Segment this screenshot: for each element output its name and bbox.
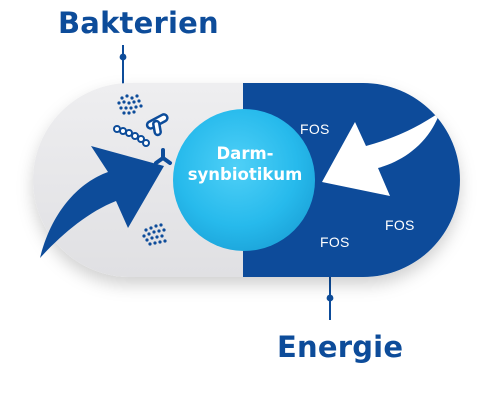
energie-label: Energie (277, 330, 404, 364)
fos-label: FOS (385, 217, 415, 233)
fos-arrow (322, 112, 440, 196)
center-sphere (173, 109, 315, 251)
bacteria-rod-icon (145, 113, 169, 137)
bacteria-y-icon (154, 148, 172, 165)
fos-label: FOS (300, 121, 330, 137)
center-label-line2: synbiotikum (187, 165, 303, 184)
energie-connector (326, 276, 334, 320)
bakterien-label: Bakterien (58, 6, 219, 40)
bacteria-arrow (40, 146, 164, 258)
bacteria-cluster-icon (142, 223, 167, 246)
fos-label: FOS (320, 234, 350, 250)
bacteria-chain-icon (113, 125, 150, 147)
center-label-line1: Darm- (216, 144, 274, 163)
bacteria-dots-icon (117, 94, 143, 115)
center-label: Darm- synbiotikum (174, 143, 316, 185)
bakterien-connector (119, 45, 127, 85)
